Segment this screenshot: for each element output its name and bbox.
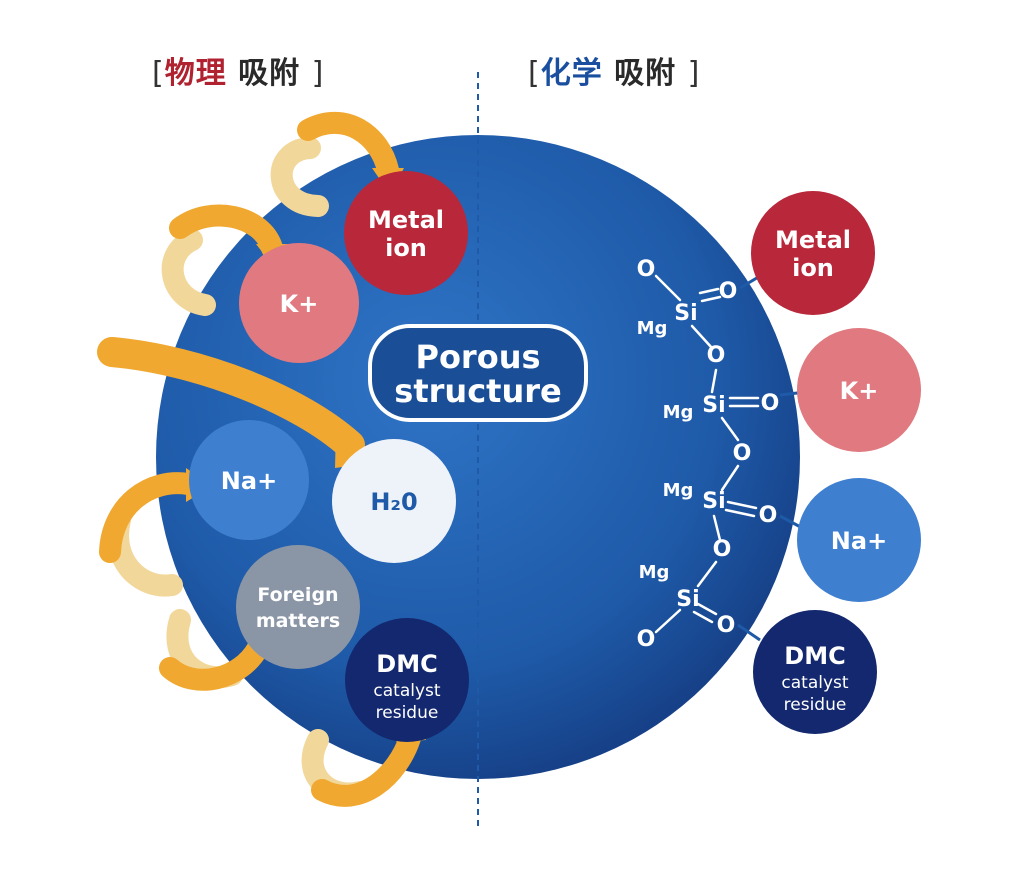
arrow-to-na-plus — [99, 472, 199, 563]
k-plus-circle-left — [239, 243, 359, 363]
atom-o-3: O — [761, 391, 780, 416]
atom-si-2: Si — [702, 393, 725, 418]
double-bond-4b — [692, 610, 714, 624]
double-bond-1a — [698, 287, 720, 295]
dmc-label-left-3: residue — [376, 703, 439, 723]
physical-arrows — [97, 111, 421, 807]
silicate-chain — [654, 274, 760, 634]
atom-o-2: O — [707, 343, 726, 368]
arrow-to-h2o — [97, 337, 365, 460]
metal-ion-label-right-1: Metal — [775, 226, 851, 254]
na-plus-circle-left — [189, 420, 309, 540]
na-plus-label-right: Na+ — [831, 527, 887, 555]
arrow-to-dmc — [311, 727, 421, 807]
bond-o-si2 — [710, 368, 718, 394]
metal-ion-label-right-2: ion — [792, 254, 834, 282]
k-plus-circle-right — [797, 328, 921, 452]
dmc-circle-right — [753, 610, 877, 734]
foreign-matters-label-1: Foreign — [257, 584, 338, 606]
k-plus-label-right: K+ — [840, 377, 879, 405]
atom-o-1: O — [719, 279, 738, 304]
bond-si4-o — [654, 608, 682, 634]
porous-label-line2: structure — [394, 372, 561, 410]
bond-o-si3 — [720, 464, 740, 492]
arrow-tail-k-plus — [161, 229, 216, 316]
atom-mg-4: Mg — [639, 562, 670, 583]
connector-dmc — [737, 623, 761, 642]
na-plus-circle-right — [797, 478, 921, 602]
double-bond-4a — [696, 602, 718, 616]
metal-ion-label-left-2: ion — [385, 234, 427, 262]
metal-ion-circle-left — [344, 171, 468, 295]
bond-si1-o — [690, 324, 714, 350]
atom-si-4: Si — [676, 587, 699, 612]
h2o-label: H₂0 — [370, 488, 417, 516]
k-plus-label-left: K+ — [280, 290, 319, 318]
atom-mg-3: Mg — [663, 480, 694, 501]
h2o-circle — [332, 439, 456, 563]
atom-mg-2: Mg — [663, 402, 694, 423]
atom-o-5: O — [759, 503, 778, 528]
dmc-label-right-1: DMC — [784, 642, 845, 670]
bond-si3-o — [712, 514, 722, 542]
dmc-label-left-2: catalyst — [373, 681, 440, 701]
dmc-label-left-1: DMC — [376, 650, 437, 678]
foreign-matters-circle — [236, 545, 360, 669]
atom-si-3: Si — [702, 489, 725, 514]
double-bond-1b — [700, 295, 722, 303]
porous-label-line1: Porous — [415, 338, 540, 376]
dmc-label-right-3: residue — [784, 695, 847, 715]
arrow-tail-na-plus — [107, 509, 183, 597]
physical-adsorption-heading: [物理 吸附 ] — [152, 56, 325, 91]
double-bond-3a — [726, 500, 758, 510]
double-bond-3b — [724, 508, 756, 518]
metal-ion-circle-right — [751, 191, 875, 315]
atom-o-bottom: O — [637, 627, 656, 652]
atom-o-7: O — [717, 613, 736, 638]
dmc-circle-left — [345, 618, 469, 742]
bond-si2-o — [720, 416, 740, 442]
arrow-to-foreign — [159, 637, 269, 691]
na-plus-label-left: Na+ — [221, 467, 277, 495]
bond-o-si4 — [696, 560, 718, 588]
arrow-to-metal-ion — [297, 111, 399, 181]
porous-structure-box — [368, 324, 588, 422]
chemical-adsorption-heading: [化学 吸附 ] — [528, 56, 701, 91]
atom-o-4: O — [733, 441, 752, 466]
dmc-label-right-2: catalyst — [781, 673, 848, 693]
bond-o-si-1 — [654, 274, 682, 302]
atom-o-top: O — [637, 257, 656, 282]
foreign-matters-label-2: matters — [256, 610, 340, 632]
arrow-to-k-plus — [169, 204, 283, 259]
atom-si-1: Si — [674, 301, 697, 326]
atom-o-6: O — [713, 537, 732, 562]
atom-mg-1: Mg — [637, 318, 668, 339]
arrow-tail-metal-ion — [270, 137, 329, 217]
silicate-atoms: O Si O Mg O Si O Mg O Si O Mg O Si Mg O … — [637, 257, 780, 652]
metal-ion-label-left-1: Metal — [368, 206, 444, 234]
